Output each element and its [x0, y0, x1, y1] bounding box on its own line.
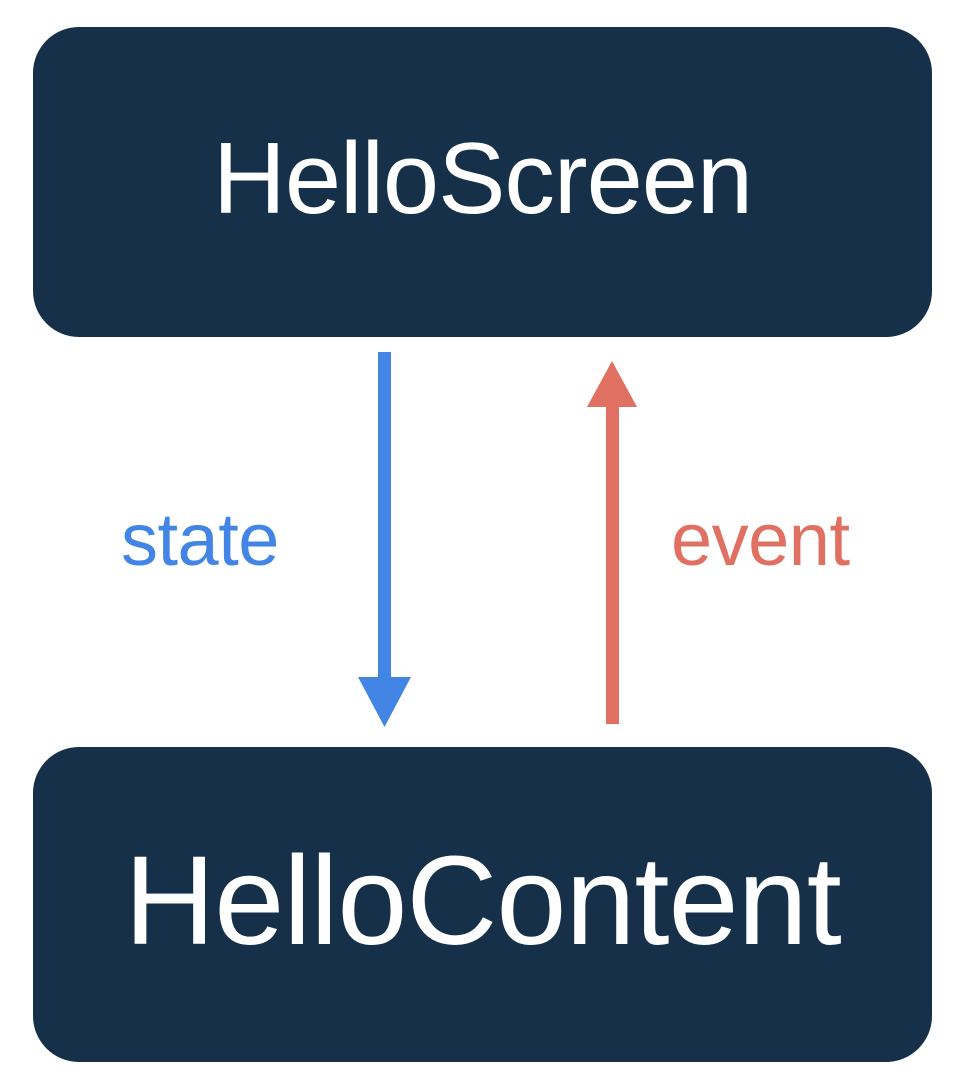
arrow-event-shape: [587, 361, 637, 724]
node-hello-content-label: HelloContent: [124, 829, 841, 971]
node-hello-screen[interactable]: HelloScreen: [33, 27, 932, 337]
node-hello-content[interactable]: HelloContent: [33, 747, 932, 1062]
arrow-state-shaft: [378, 352, 391, 678]
edge-label-event: event: [671, 498, 850, 581]
arrow-state-head: [358, 677, 411, 727]
node-hello-screen-label: HelloScreen: [212, 122, 753, 235]
arrow-event-shaft: [606, 406, 619, 724]
arrow-event-head: [587, 361, 637, 407]
edge-label-state: state: [121, 498, 279, 581]
arrow-state-down: [358, 352, 411, 727]
arrow-event-up: [587, 361, 637, 724]
arrow-state-shape: [358, 352, 411, 727]
